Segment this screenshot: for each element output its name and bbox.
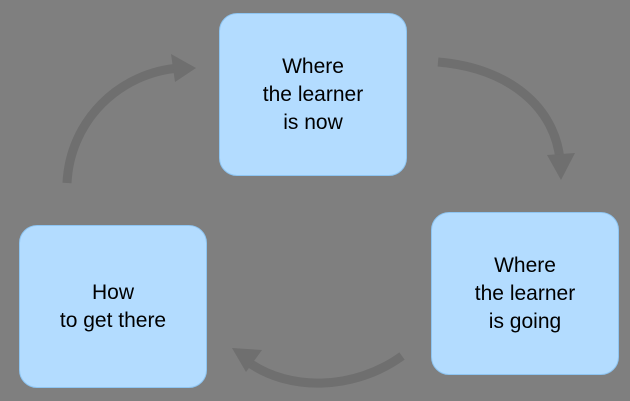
- arrow-top-to-right-head: [547, 153, 575, 180]
- node-right-label: Where the learner is going: [474, 253, 576, 333]
- arrow-left-to-top-head: [171, 54, 196, 82]
- node-top-label: Where the learner is now: [262, 54, 364, 134]
- node-how-to-get-there: How to get there: [19, 225, 207, 388]
- arrow-right-to-left-head: [232, 348, 262, 372]
- node-where-learner-is-now: Where the learner is now: [219, 13, 407, 176]
- node-left-label: How to get there: [59, 280, 167, 332]
- arrow-right-to-left: [245, 352, 405, 388]
- node-where-learner-is-going: Where the learner is going: [431, 212, 619, 375]
- arrow-left-to-top: [62, 63, 181, 184]
- arrow-top-to-right: [437, 57, 565, 161]
